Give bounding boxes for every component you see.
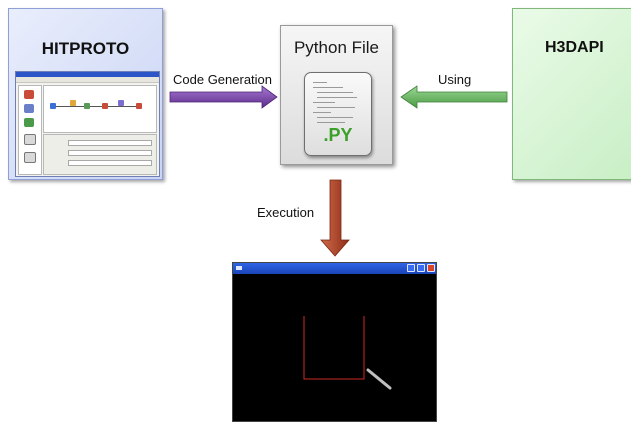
canvas-node xyxy=(102,103,108,109)
code-line xyxy=(317,97,357,98)
code-line xyxy=(317,92,353,93)
property-field xyxy=(68,160,152,166)
python-file-box: Python File .PY xyxy=(280,25,393,165)
canvas-node xyxy=(50,103,56,109)
code-line xyxy=(313,82,327,83)
screenshot-canvas xyxy=(43,85,157,133)
minimize-icon xyxy=(407,264,415,272)
using-arrow xyxy=(400,85,508,109)
canvas-node xyxy=(136,103,142,109)
property-field xyxy=(68,140,152,146)
hitproto-screenshot xyxy=(15,71,160,177)
code-line xyxy=(317,107,355,108)
scene-drawing xyxy=(303,316,392,390)
palette-icon xyxy=(24,134,36,145)
canvas-wire xyxy=(54,106,142,107)
canvas-node xyxy=(118,100,124,106)
window-icon xyxy=(236,266,242,270)
hitproto-title: HITPROTO xyxy=(41,39,130,58)
stylus-icon xyxy=(366,368,392,390)
palette-icon xyxy=(24,90,34,99)
h3dapi-title: H3DAPI xyxy=(545,39,604,56)
code-generation-label: Code Generation xyxy=(173,72,273,87)
screenshot-palette xyxy=(18,85,42,175)
screenshot-menubar xyxy=(16,77,159,83)
execution-arrow xyxy=(320,179,350,257)
code-line xyxy=(317,122,345,123)
output-window xyxy=(232,262,437,422)
screenshot-properties xyxy=(43,134,157,175)
code-generation-arrow xyxy=(169,85,278,109)
screenshot-titlebar xyxy=(16,72,159,77)
h3dapi-box: H3DAPI xyxy=(512,8,631,180)
code-line xyxy=(313,102,335,103)
drawn-line xyxy=(303,316,365,380)
maximize-icon xyxy=(417,264,425,272)
canvas-node xyxy=(70,100,76,106)
code-line xyxy=(317,117,353,118)
execution-label: Execution xyxy=(257,205,315,220)
output-titlebar xyxy=(233,263,436,274)
palette-icon xyxy=(24,118,34,127)
code-line xyxy=(313,112,331,113)
palette-icon xyxy=(24,104,34,113)
python-file-title: Python File xyxy=(293,38,380,57)
palette-icon xyxy=(24,152,36,163)
file-extension: .PY xyxy=(323,125,353,145)
hitproto-box: HITPROTO xyxy=(8,8,163,180)
property-field xyxy=(68,150,152,156)
using-label: Using xyxy=(438,72,472,87)
code-line xyxy=(313,87,343,88)
python-file-icon: .PY xyxy=(304,72,372,156)
close-icon xyxy=(427,264,435,272)
canvas-node xyxy=(84,103,90,109)
